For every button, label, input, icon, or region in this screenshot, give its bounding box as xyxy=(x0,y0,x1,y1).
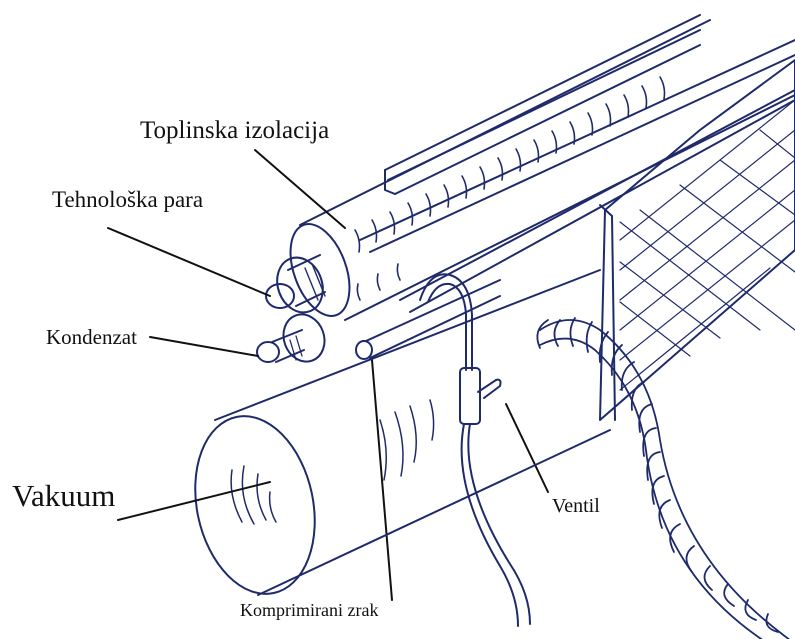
label-thermal-insulation: Toplinska izolacija xyxy=(140,118,329,143)
rails xyxy=(360,40,795,312)
leader-toplinska xyxy=(255,150,345,228)
label-vacuum: Vakuum xyxy=(12,480,115,511)
label-process-steam: Tehnološka para xyxy=(52,188,203,211)
label-valve: Ventil xyxy=(552,496,600,516)
label-compressed-air: Komprimirani zrak xyxy=(240,601,378,619)
valve-hose xyxy=(420,274,548,626)
label-condensate: Kondenzat xyxy=(46,327,137,348)
insulated-condensate-pipe xyxy=(257,309,331,368)
leader-tehnoloska xyxy=(108,228,270,296)
leader-kondenzat xyxy=(150,337,258,356)
vacuum-pipe xyxy=(180,270,610,605)
leader-vakuum xyxy=(118,482,270,520)
corrugated-hose xyxy=(537,318,790,639)
compressed-air-tube xyxy=(356,280,500,600)
insulated-steam-pipe xyxy=(266,20,795,324)
